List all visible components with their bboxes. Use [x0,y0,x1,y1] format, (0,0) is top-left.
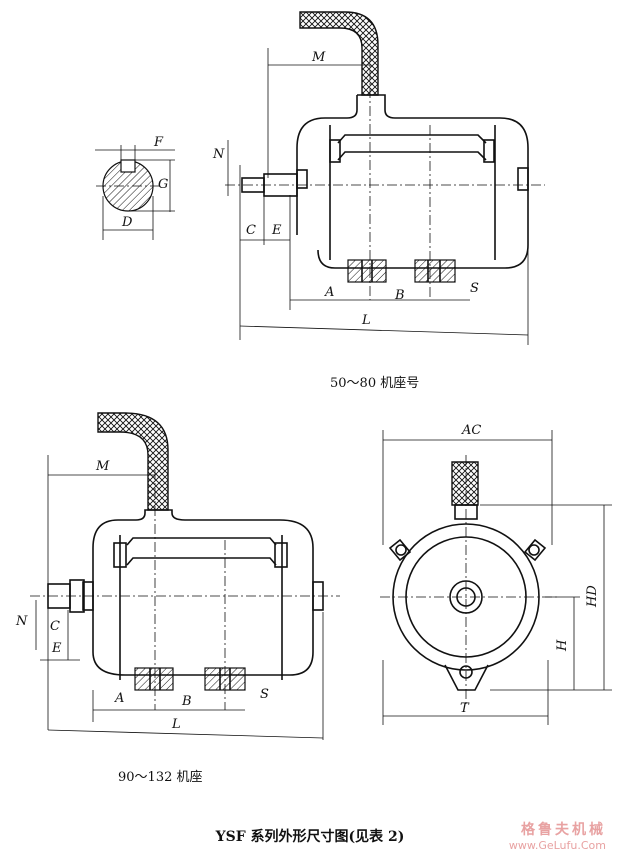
end-lug-right [523,538,547,562]
dim-label-a-large: A [114,691,124,706]
motor-end-view: AC HD H T [380,423,612,725]
watermark-url: www.GeLufu.Com [508,838,606,852]
dim-label-m-small: M [311,50,326,65]
caption-frame-50-80: 50～80 机座号 [330,376,420,391]
dim-label-hd: HD [585,585,600,608]
caption-frame-90-132: 90～132 机座 [118,770,203,785]
inner-frame [329,125,496,260]
motor-housing-large [92,509,314,676]
dim-label-n-small: N [212,147,225,162]
rear-bearing-cap [517,167,529,191]
cable-end-view [451,461,479,506]
dim-label-e-small: E [271,223,282,238]
dim-label-ac: AC [461,423,481,438]
dim-label-s-large: S [260,687,269,702]
dim-label-m-large: M [95,459,110,474]
crossbar-right-nut [483,139,495,163]
foot-right [414,259,456,283]
watermark-chinese: 格鲁夫机械 [521,822,606,839]
keyway [120,159,136,173]
dim-label-c-large: C [50,619,60,634]
dim-label-l-small: L [361,313,371,328]
dim-label-h: H [555,639,570,652]
crossbar-left-nut-large [113,542,127,568]
end-lug-left [388,538,412,562]
crossbar-right-nut-large [274,542,288,568]
dim-label-d: D [121,215,133,230]
dim-label-a-small: A [324,285,334,300]
foot-left [347,259,387,283]
top-crossbar [337,134,487,161]
dim-label-s-small: S [470,281,479,296]
figure-title: YSF 系列外形尺寸图(见表 2) [215,829,405,845]
dim-label-l-large: L [171,717,181,732]
key-section-view: F G D [95,135,175,240]
dim-label-t: T [460,701,470,716]
dim-label-b-large: B [181,694,192,709]
dim-label-b-small: B [394,288,405,303]
crossbar-left-nut [329,139,341,163]
dim-label-f: F [153,135,164,150]
dim-label-n-large: N [15,614,28,629]
end-foot [444,664,489,691]
motor-housing-left [296,95,358,235]
dim-label-g: G [158,177,168,192]
motor-side-view-small: M C E N A B S L [212,11,545,345]
dim-label-c-small: C [246,223,256,238]
foot-left-large [134,667,174,691]
motor-side-view-large: M C E N A B S L [15,412,340,740]
motor-housing-right [317,94,529,269]
dim-label-e-large: E [51,641,62,656]
inner-frame-large [119,535,283,680]
watermark: 格鲁夫机械 www.GeLufu.Com [509,822,606,852]
